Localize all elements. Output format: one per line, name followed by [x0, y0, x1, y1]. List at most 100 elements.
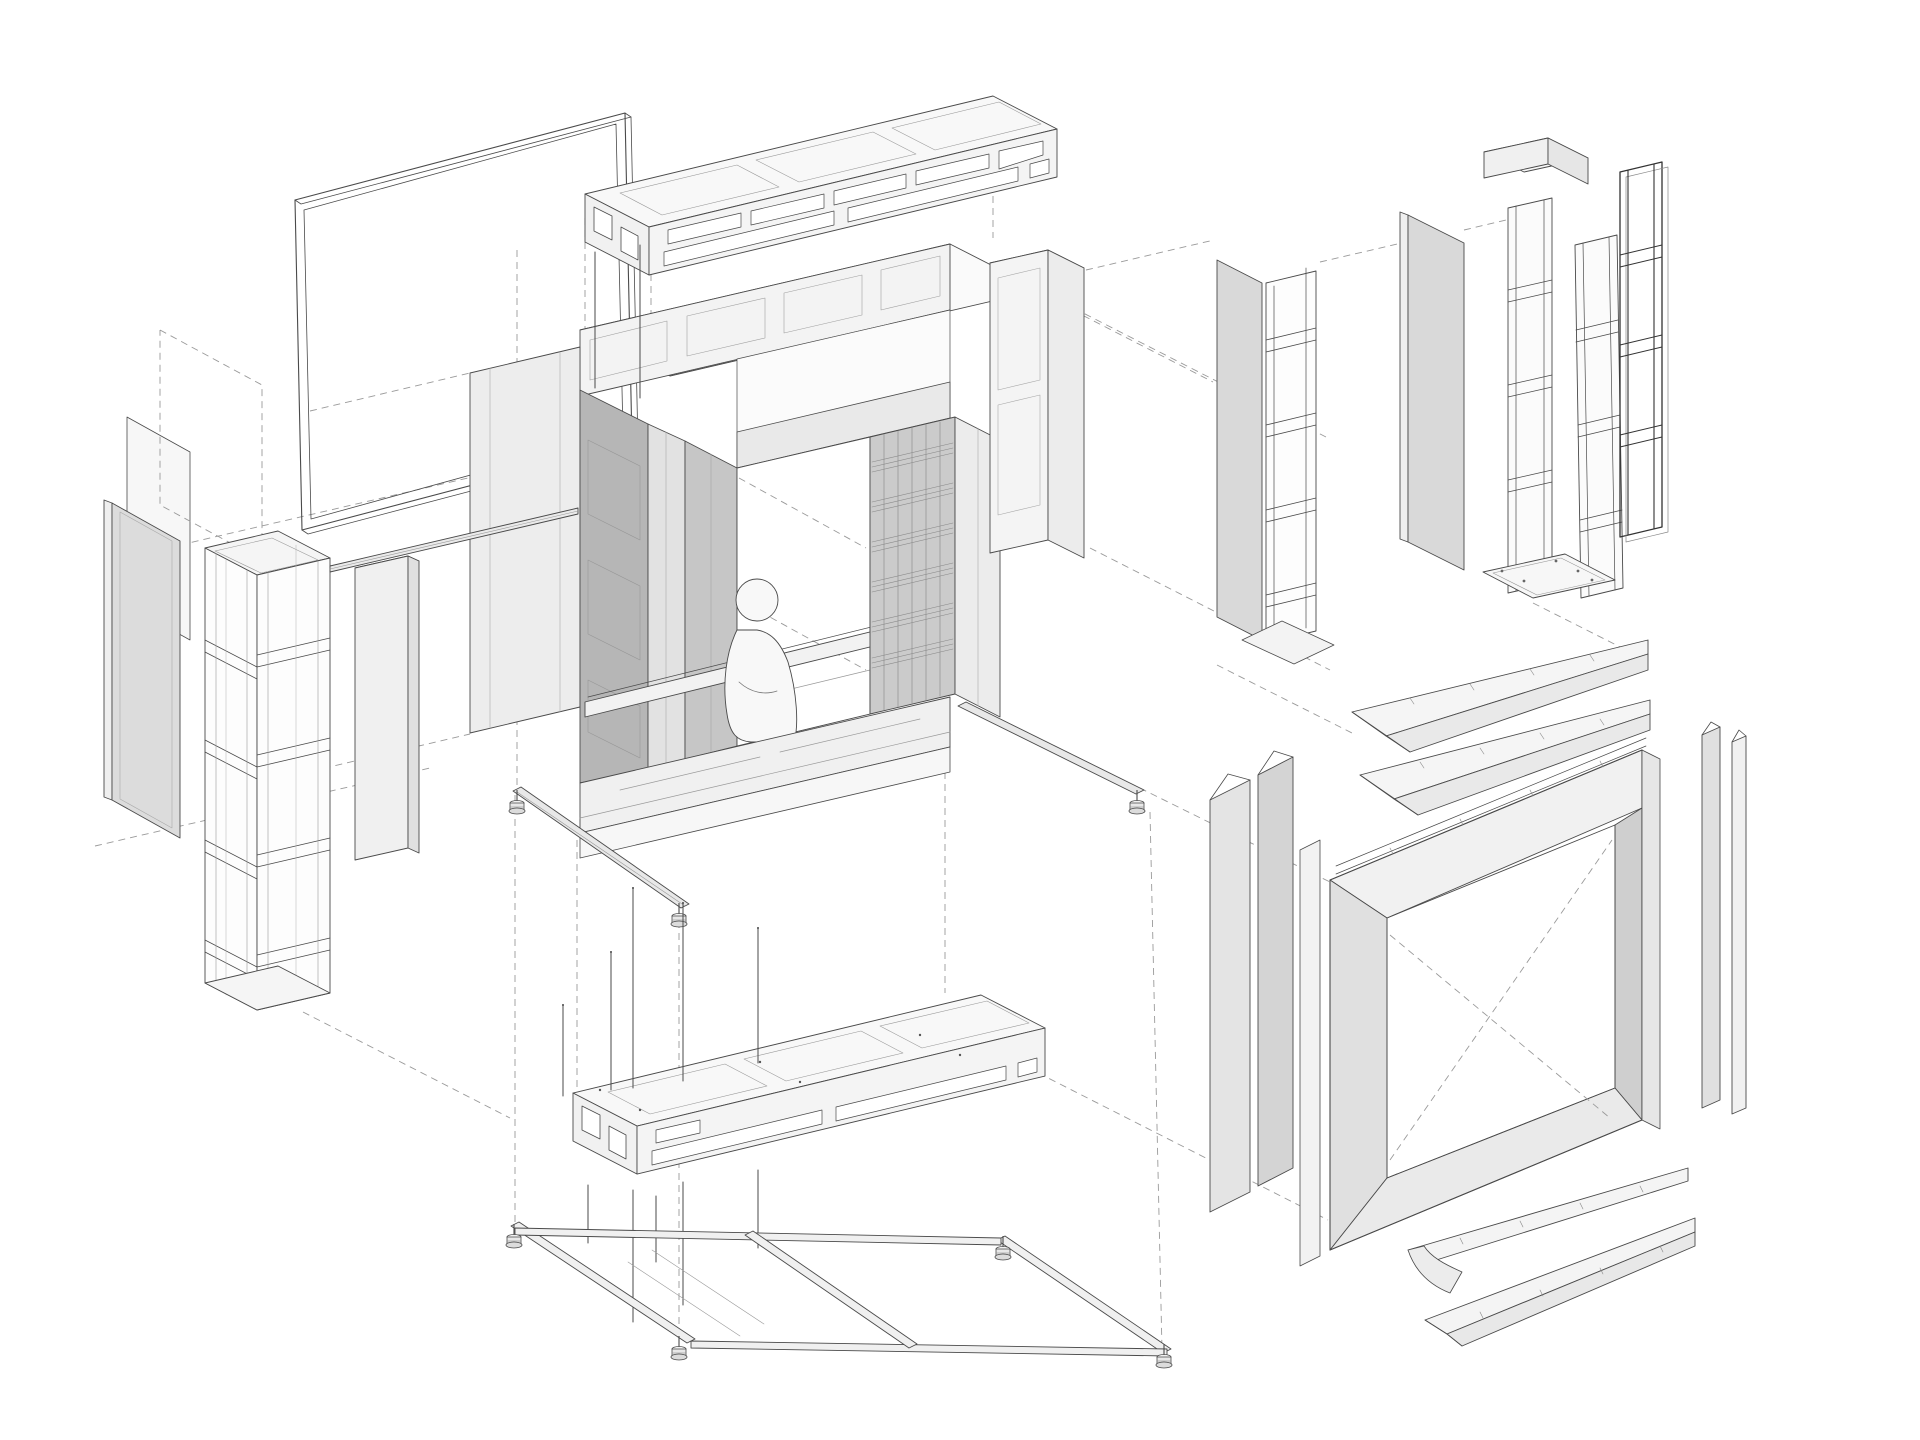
- leveling-foot: [1128, 790, 1146, 815]
- guide-line: [1089, 547, 1331, 671]
- base-rail-far: [690, 1340, 1168, 1357]
- top-slotted-beam: [584, 95, 1058, 276]
- beam-slot-long: [847, 166, 1019, 223]
- guide-line: [311, 733, 471, 772]
- hoop-depth-top: [294, 116, 632, 205]
- lining-strip-white: [1299, 839, 1321, 1267]
- beam-top-rect: [743, 1030, 904, 1082]
- ladder-frame-b: [1574, 234, 1624, 599]
- beam-slot: [667, 212, 742, 245]
- channel-flange: [1446, 1231, 1696, 1347]
- rod-tip: [682, 902, 684, 904]
- plinth-lines: [579, 718, 951, 819]
- ladder-column-panel: [1216, 259, 1263, 641]
- base-plate-inner: [1492, 557, 1606, 596]
- screw-dot: [638, 1108, 642, 1112]
- frame-head-ticks: [1389, 760, 1604, 855]
- beam-end-hole: [620, 226, 639, 261]
- shaded-panel: [111, 502, 181, 839]
- chevron-fold: [1351, 711, 1411, 753]
- beam-top-rect: [619, 164, 780, 216]
- screw-dot: [1576, 569, 1580, 573]
- guide-line: [1319, 241, 1407, 263]
- base-plate: [1482, 553, 1616, 599]
- screw-dot: [1590, 578, 1594, 582]
- flashing-chevrons: [1351, 639, 1651, 816]
- guide-line: [1216, 664, 1353, 734]
- seated-figure-head: [735, 578, 779, 622]
- support-rail-right: [957, 701, 1145, 795]
- beam-slot-long: [1029, 158, 1050, 179]
- beam-slot-long: [651, 1109, 823, 1166]
- frame-depth-return: [1641, 749, 1661, 1130]
- box-column-front: [989, 249, 1049, 554]
- sheet-curl: [1407, 1245, 1463, 1294]
- ladder-bottom-cap: [204, 965, 331, 1011]
- beam-top-rect: [755, 131, 917, 183]
- ladder-frame-c: [1619, 161, 1663, 538]
- beam-slot: [655, 1119, 701, 1144]
- screw-dot: [758, 1060, 762, 1064]
- leveling-foot: [994, 1236, 1012, 1261]
- support-rail-left: [512, 786, 690, 909]
- cap-box-side: [1547, 137, 1589, 185]
- ladder-rails: [215, 552, 319, 1006]
- module-left-stile: [469, 346, 581, 734]
- trim-strip-cap: [1731, 729, 1747, 743]
- beam-end-hole: [593, 206, 613, 241]
- tall-shaded-panel: [1407, 214, 1465, 571]
- wall-panel-rect: [587, 559, 641, 661]
- clerestory-rect: [686, 297, 766, 357]
- ladder-frame-b-rungs: [1575, 319, 1623, 533]
- screw-dot: [958, 1053, 962, 1057]
- ladder-frame-c-rungs: [1619, 244, 1663, 448]
- guide-line: [1463, 219, 1507, 231]
- frame-diagonal-guide: [1389, 934, 1611, 1119]
- ladder-frame-a-rails: [1515, 199, 1545, 592]
- cap-box-front: [1483, 137, 1549, 179]
- beam-top-rect: [891, 101, 1042, 151]
- beam-top-rect: [879, 1000, 1030, 1049]
- guide-line: [179, 477, 469, 546]
- screw-dot: [1554, 559, 1558, 563]
- module-reveal: [647, 423, 686, 771]
- module-left-wall: [579, 389, 649, 784]
- frame-inner: [1386, 824, 1616, 1179]
- beam-slot-long: [663, 210, 835, 267]
- wall-panel-rect: [587, 439, 641, 541]
- clerestory-rect: [783, 274, 863, 334]
- screw-dot: [1522, 579, 1526, 583]
- chevron-ticks: [1409, 654, 1595, 705]
- guide-line: [309, 372, 471, 412]
- base-frame: [505, 1221, 1173, 1369]
- lining-panels: [1209, 750, 1321, 1267]
- beam-end-hole: [581, 1105, 601, 1140]
- base-cross-rail: [744, 1230, 918, 1349]
- ladder-frame-b-rails: [1582, 236, 1616, 597]
- threaded-rods: [562, 887, 759, 1323]
- base-rail-left: [510, 1221, 696, 1344]
- leveling-foot: [508, 790, 526, 815]
- guide-line: [1149, 811, 1163, 1351]
- guide-line: [302, 1011, 511, 1119]
- trim-strip: [1701, 726, 1721, 1109]
- ladder-frame-a-rungs: [1507, 279, 1553, 493]
- central-module: [469, 243, 1146, 928]
- leveling-foot: [505, 1224, 523, 1249]
- plank-side: [407, 555, 420, 854]
- box-column-rect: [997, 267, 1041, 391]
- bottom-slotted-beam: [572, 994, 1046, 1175]
- chevron-ticks: [1419, 718, 1605, 769]
- support-rail-left-line: [516, 791, 686, 907]
- panel-return: [103, 499, 113, 801]
- right-wall-cluster: [989, 137, 1669, 665]
- ladder-cap-inner: [214, 537, 319, 574]
- screw-dot: [1500, 569, 1504, 573]
- frame-diagonal-guide: [1389, 839, 1613, 1161]
- ladder-column-face: [1265, 270, 1317, 644]
- rod-tip: [757, 927, 759, 929]
- seated-figure-arm: [738, 681, 778, 694]
- clerestory-rect: [589, 320, 668, 381]
